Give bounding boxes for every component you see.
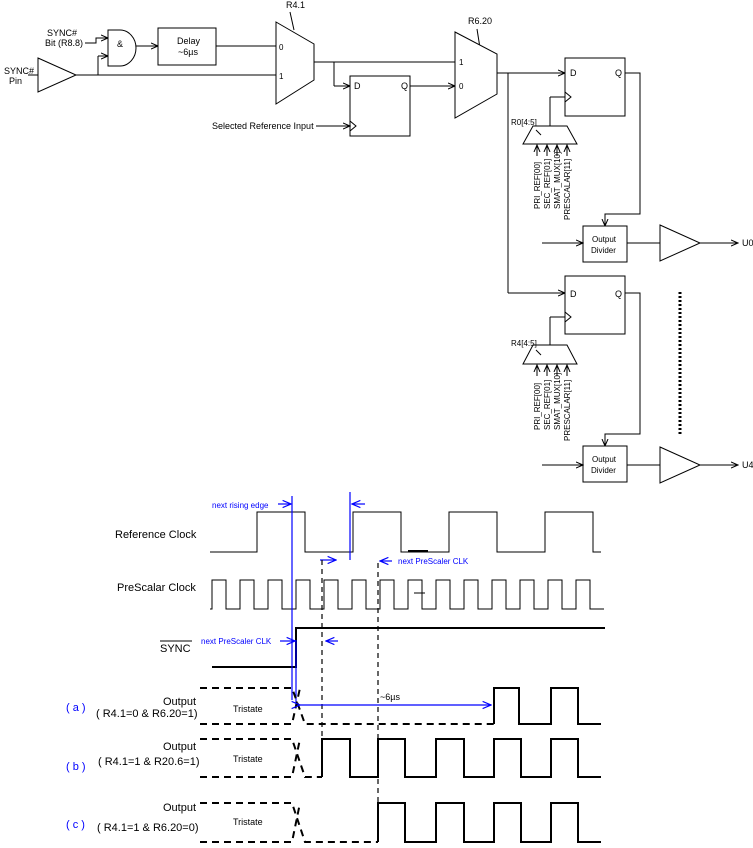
sync-label: SYNC [160,643,191,655]
sync-pin-buffer [37,57,78,93]
u4-prescalar: PRESCALAR[11] [563,380,572,441]
flip-flop-u0 [564,57,626,117]
case-c-output-waveform [377,802,601,843]
u4-sel-reg-label: R4[4:5] [511,339,537,348]
selected-ref-label: Selected Reference Input [212,121,314,131]
case-a-output-label: Output [163,696,196,708]
ref-select-mux-u4 [522,344,578,365]
output-buffer-u4 [659,446,702,484]
mux-r6-20 [454,31,498,119]
ffu4-d-label: D [570,289,577,299]
ref-clock-waveform [210,511,601,553]
case-c-tristate: Tristate [233,817,263,827]
flip-flop-1 [349,75,411,137]
case-b-tristate: Tristate [233,754,263,764]
case-a-output-waveform [493,687,601,725]
case-a-condition: ( R4.1=0 & R6.20=1) [96,708,198,720]
mux2-in1-label: 1 [459,58,464,67]
prescalar-clock-waveform [210,579,604,610]
delay-label: Delay [177,36,201,46]
u4-output-label: U4 [742,460,753,470]
case-b-condition: ( R4.1=1 & R20.6=1) [98,756,200,768]
u0-divider-label-2: Divider [591,246,616,255]
case-c-tag: ( c ) [66,819,85,831]
sync-bit-label-2: Bit (R8.8) [45,38,83,48]
ffu0-d-label: D [570,68,577,78]
mux-r4-1 [275,21,315,105]
delay-block [157,27,217,66]
sync-pin-label-2: Pin [9,76,22,86]
u0-smat-mux: SMAT_MUX[10] [553,152,562,209]
ffu0-q-label: Q [615,68,622,78]
case-a-tristate: Tristate [233,704,263,714]
output-buffer-u0 [659,224,702,262]
and-gate [107,29,137,67]
u0-pri-ref: PRI_REF[00] [533,162,542,209]
output-divider-u0 [582,225,628,263]
ref-select-mux-u0 [522,125,578,145]
u0-prescalar: PRESCALAR[11] [563,159,572,220]
delay-value: ~6µs [178,47,198,57]
next-prescaler-clk-right: next PreScaler CLK [398,557,469,566]
u4-divider-label: Output [592,455,617,464]
ref-clock-label: Reference Clock [115,529,197,541]
mux1-in1-label: 1 [279,72,284,81]
mux1-reg-label: R4.1 [286,0,305,10]
u4-divider-label-2: Divider [591,466,616,475]
u0-sec-ref: SEC_REF[01] [543,159,552,209]
case-b-output-label: Output [163,741,196,753]
case-b-tag: ( b ) [66,761,86,773]
sync-bit-label: SYNC# [47,28,77,38]
mux2-in0-label: 0 [459,82,464,91]
u0-divider-label: Output [592,235,617,244]
u4-pri-ref: PRI_REF[00] [533,383,542,430]
u4-sec-ref: SEC_REF[01] [543,380,552,430]
prescalar-clock-label: PreScalar Clock [117,582,196,594]
case-c-condition: ( R4.1=1 & R6.20=0) [97,822,199,834]
mux1-in0-label: 0 [279,43,284,52]
u4-smat-mux: SMAT_MUX[10] [553,373,562,430]
output-divider-u4 [582,445,628,483]
case-c-output-label: Output [163,802,196,814]
sync-waveform [212,627,605,668]
u0-output-label: U0 [742,238,753,248]
next-rising-edge-label: next rising edge [212,501,269,510]
case-a-tag: ( a ) [66,702,86,714]
next-prescaler-clk-left: next PreScaler CLK [201,637,272,646]
sync-pin-label: SYNC# [4,66,34,76]
ff1-q-label: Q [401,81,408,91]
case-b-output-waveform [321,738,601,778]
and-gate-label: & [117,39,123,49]
u0-sel-reg-label: R0[4:5] [511,118,537,127]
mux2-reg-label: R6.20 [468,16,492,26]
ffu4-q-label: Q [615,289,622,299]
delay-6us-label: ~6µs [380,692,400,702]
ff1-d-label: D [354,81,361,91]
flip-flop-u4 [564,275,626,335]
